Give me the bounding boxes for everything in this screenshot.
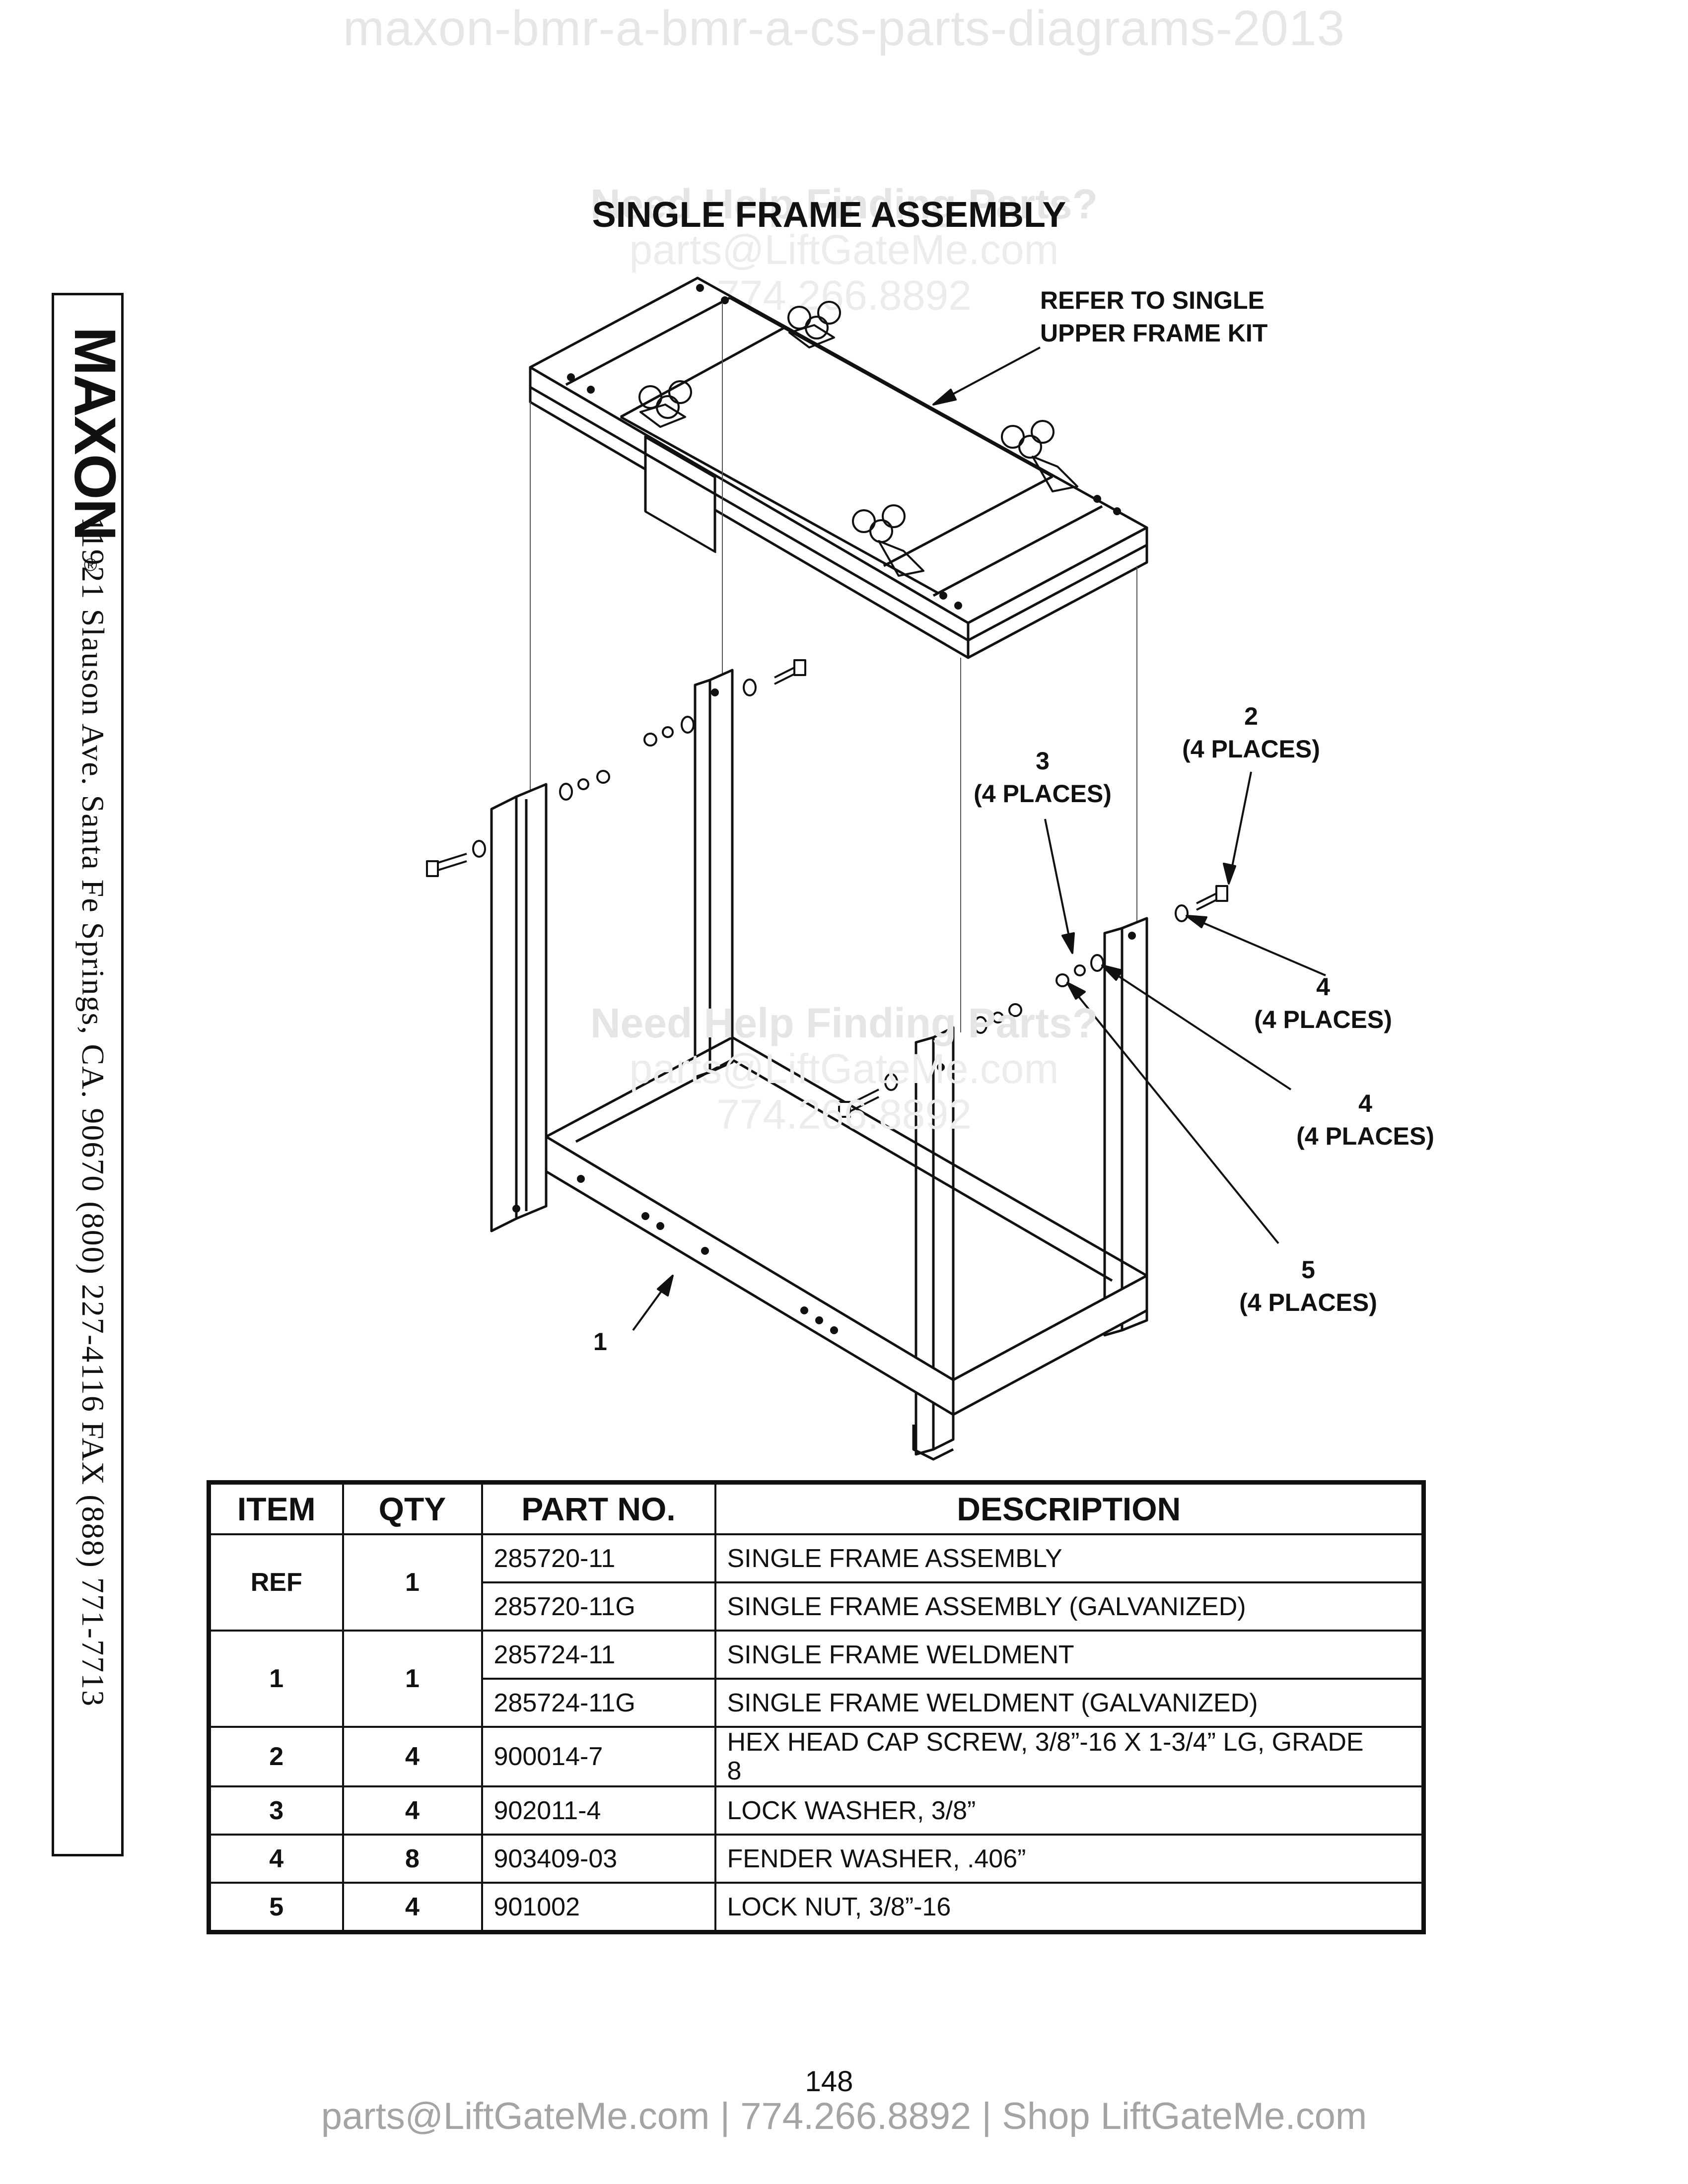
page-title: SINGLE FRAME ASSEMBLY <box>592 195 1066 235</box>
company-address: 11921 Slauson Ave. Santa Fe Springs, CA.… <box>75 516 111 1707</box>
cell-part-no: 901002 <box>481 1882 716 1933</box>
callout-item-4b: 4 (4 PLACES) <box>1283 1087 1447 1153</box>
frame-assembly-diagram <box>426 276 1326 1461</box>
table-row: 5 4 901002 LOCK NUT, 3/8”-16 <box>208 1882 1425 1933</box>
table-row: 3 4 902011-4 LOCK WASHER, 3/8” <box>208 1785 1425 1836</box>
callout-item-2: 2 (4 PLACES) <box>1169 700 1333 765</box>
cell-qty: 4 <box>342 1726 483 1787</box>
clamp-group <box>638 301 1078 577</box>
cell-qty: 4 <box>342 1785 483 1836</box>
table-row: 285724-11G SINGLE FRAME WELDMENT (GALVAN… <box>209 1678 1425 1728</box>
cell-description: LOCK WASHER, 3/8” <box>714 1785 1425 1836</box>
watermark-help-phone-2: 774.266.8892 <box>716 1091 972 1138</box>
cell-description: FENDER WASHER, .406” <box>714 1834 1425 1884</box>
cell-qty: 4 <box>342 1882 483 1933</box>
callout-item-4a-number: 4 <box>1316 973 1330 1001</box>
company-sidebar: MAXON ® 11921 Slauson Ave. Santa Fe Spri… <box>52 293 128 1856</box>
header-item: ITEM <box>208 1481 344 1535</box>
page-number: 148 <box>805 2065 853 2098</box>
callout-refer-line2: UPPER FRAME KIT <box>1040 319 1268 347</box>
watermark-help-block-2: Need Help Finding Parts? parts@LiftGateM… <box>571 1000 1117 1137</box>
callout-item-3-number: 3 <box>1036 747 1050 775</box>
callout-item-3-qty: (4 PLACES) <box>974 780 1112 808</box>
cell-description: HEX HEAD CAP SCREW, 3/8”-16 X 1-3/4” LG,… <box>714 1726 1425 1787</box>
cell-description: SINGLE FRAME ASSEMBLY (GALVANIZED) <box>714 1581 1425 1632</box>
cell-description: SINGLE FRAME ASSEMBLY <box>714 1533 1425 1583</box>
watermark-help-phone: 774.266.8892 <box>716 272 972 319</box>
cell-description: SINGLE FRAME WELDMENT (GALVANIZED) <box>714 1678 1425 1728</box>
table-row: 2 4 900014-7 HEX HEAD CAP SCREW, 3/8”-16… <box>208 1726 1425 1787</box>
cell-item: 4 <box>208 1834 344 1884</box>
cell-qty: 8 <box>342 1834 483 1884</box>
cell-part-no: 902011-4 <box>481 1785 716 1836</box>
callout-item-4a-qty: (4 PLACES) <box>1254 1006 1392 1033</box>
header-description: DESCRIPTION <box>714 1481 1425 1535</box>
cell-part-no: 285720-11G <box>481 1581 716 1632</box>
callout-item-5: 5 (4 PLACES) <box>1226 1253 1390 1319</box>
cell-qty: 1 <box>342 1630 483 1728</box>
hardware-right <box>838 885 1228 1118</box>
logo-text: MAXON <box>62 327 128 540</box>
footer-contact: parts@LiftGateMe.com | 774.266.8892 | Sh… <box>321 2095 1367 2137</box>
callout-item-4b-qty: (4 PLACES) <box>1296 1122 1434 1150</box>
cell-item: 5 <box>208 1882 344 1933</box>
cell-part-no: 285724-11G <box>481 1678 716 1728</box>
watermark-help-title-2: Need Help Finding Parts? <box>590 1000 1098 1046</box>
table-row: 4 8 903409-03 FENDER WASHER, .406” <box>208 1834 1425 1884</box>
table-row: 1 1 285724-11 SINGLE FRAME WELDMENT <box>208 1630 1425 1728</box>
watermark-help-email: parts@LiftGateMe.com <box>629 226 1059 273</box>
parts-table: ITEM QTY PART NO. DESCRIPTION REF 1 2857… <box>207 1480 1426 1934</box>
hardware-left <box>426 659 806 877</box>
cell-item: 2 <box>208 1726 344 1787</box>
watermark-filename: maxon-bmr-a-bmr-a-cs-parts-diagrams-2013 <box>343 0 1345 56</box>
table-header-row: ITEM QTY PART NO. DESCRIPTION <box>208 1481 1425 1535</box>
callout-refer-upper-frame-kit: REFER TO SINGLE UPPER FRAME KIT <box>1040 284 1267 349</box>
cell-item: 1 <box>208 1630 344 1728</box>
watermark-help-email-2: parts@LiftGateMe.com <box>629 1045 1059 1092</box>
cell-description: SINGLE FRAME WELDMENT <box>714 1630 1425 1680</box>
callout-item-5-number: 5 <box>1301 1256 1315 1284</box>
callout-item-4a: 4 (4 PLACES) <box>1241 970 1405 1036</box>
table-row: 285720-11G SINGLE FRAME ASSEMBLY (GALVAN… <box>209 1581 1425 1632</box>
callout-item-3: 3 (4 PLACES) <box>961 745 1125 810</box>
watermark-help-block: Need Help Finding Parts? parts@LiftGateM… <box>571 181 1117 318</box>
cell-part-no: 285724-11 <box>481 1630 716 1680</box>
cell-qty: 1 <box>342 1533 483 1632</box>
cell-description: LOCK NUT, 3/8”-16 <box>714 1882 1425 1933</box>
callout-item-2-qty: (4 PLACES) <box>1182 735 1320 763</box>
callout-item-2-number: 2 <box>1244 702 1258 730</box>
callout-item-1: 1 <box>593 1328 607 1356</box>
callout-item-4b-number: 4 <box>1358 1090 1372 1117</box>
cell-part-no: 903409-03 <box>481 1834 716 1884</box>
cell-description-line2: 8 <box>727 1757 742 1785</box>
cell-item: 3 <box>208 1785 344 1836</box>
table-row: REF 1 285720-11 SINGLE FRAME ASSEMBLY <box>208 1533 1425 1632</box>
header-part-no: PART NO. <box>481 1481 716 1535</box>
header-qty: QTY <box>342 1481 483 1535</box>
watermark-help-title: Need Help Finding Parts? <box>590 181 1098 227</box>
cell-part-no: 900014-7 <box>481 1726 716 1787</box>
lower-frame-weldment <box>490 669 1148 1461</box>
callout-item-5-qty: (4 PLACES) <box>1239 1289 1377 1316</box>
registered-mark: ® <box>84 554 97 575</box>
callout-refer-line1: REFER TO SINGLE <box>1040 286 1265 314</box>
cell-part-no: 285720-11 <box>481 1533 716 1583</box>
leader-lines <box>632 346 1326 1331</box>
cell-description-line1: HEX HEAD CAP SCREW, 3/8”-16 X 1-3/4” LG,… <box>727 1728 1364 1757</box>
cell-item: REF <box>208 1533 344 1632</box>
